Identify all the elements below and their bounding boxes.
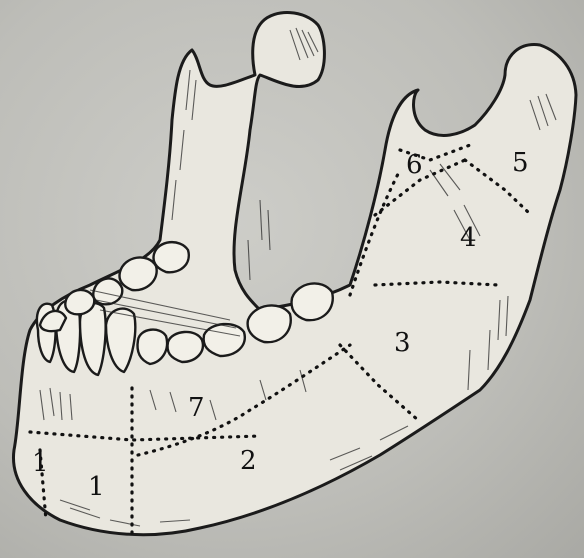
zone-label-1-left: 1 xyxy=(32,450,49,476)
zone-label-4: 4 xyxy=(460,225,477,251)
zone-label-5: 5 xyxy=(512,150,529,176)
zone-label-6: 6 xyxy=(406,152,423,178)
zone-label-2: 2 xyxy=(240,448,257,474)
mandible-body xyxy=(13,13,576,535)
zone-label-7: 7 xyxy=(188,395,205,421)
zone-label-1: 1 xyxy=(88,474,105,500)
zone-label-3: 3 xyxy=(394,330,411,356)
